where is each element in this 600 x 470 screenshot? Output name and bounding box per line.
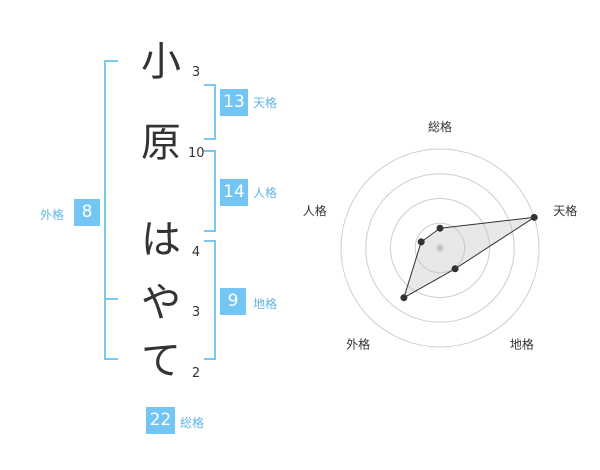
radar-ring-2 bbox=[390, 198, 490, 298]
radar-axis-label-1: 総格 bbox=[428, 119, 452, 134]
stroke-count-1: 3 bbox=[191, 65, 201, 80]
jinkaku-value: 14 bbox=[220, 179, 248, 206]
stroke-count-5: 2 bbox=[191, 366, 201, 381]
radar-data-polygon bbox=[403, 216, 535, 299]
name-char-1: 小 bbox=[141, 39, 181, 85]
radar-ring-3 bbox=[365, 173, 515, 323]
name-char-3: は bbox=[141, 217, 181, 263]
stroke-count-2: 10 bbox=[188, 146, 205, 161]
radar-ring-1 bbox=[414, 222, 466, 274]
radar-point-1 bbox=[436, 224, 444, 232]
jinkaku-label: 人格 bbox=[253, 186, 278, 200]
chikaku-value: 9 bbox=[220, 288, 246, 315]
soukaku-value: 22 bbox=[146, 407, 175, 434]
stroke-count-4: 3 bbox=[191, 305, 201, 320]
name-char-2: 原 bbox=[141, 120, 181, 166]
radar-axis-label-2: 天格 bbox=[553, 203, 577, 218]
radar-axis-label-3: 地格 bbox=[510, 336, 534, 351]
radar-point-5 bbox=[417, 238, 425, 246]
radar-center-dot bbox=[436, 244, 444, 252]
radar-point-4 bbox=[400, 294, 408, 302]
soukaku-label: 総格 bbox=[180, 416, 205, 430]
stroke-count-3: 4 bbox=[191, 245, 201, 260]
name-char-4: や bbox=[141, 280, 181, 326]
radar-axis-label-4: 外格 bbox=[346, 336, 370, 351]
radar-axis-label-5: 人格 bbox=[303, 203, 327, 218]
radar-ring-4 bbox=[340, 148, 540, 348]
gaikaku-label: 外格 bbox=[40, 208, 65, 222]
chikaku-label: 地格 bbox=[253, 297, 278, 311]
tenkaku-label: 天格 bbox=[253, 96, 278, 110]
radar-point-3 bbox=[451, 265, 459, 273]
name-char-5: て bbox=[141, 338, 181, 384]
gaikaku-value: 8 bbox=[74, 199, 100, 226]
tenkaku-value: 13 bbox=[220, 89, 248, 116]
radar-point-2 bbox=[530, 213, 538, 221]
